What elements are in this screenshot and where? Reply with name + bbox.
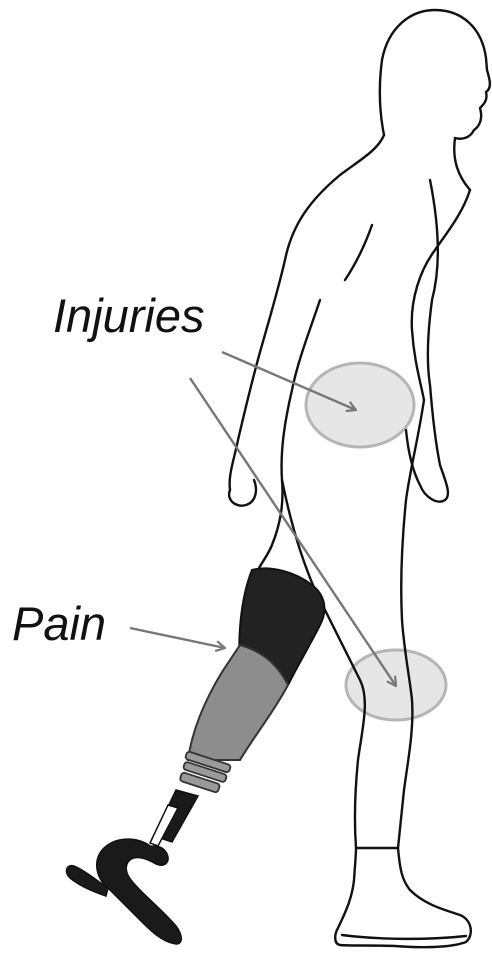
buttock-outline bbox=[258, 300, 320, 570]
pain-arrow bbox=[130, 628, 225, 648]
boot-sole-line bbox=[342, 935, 466, 939]
prosthetic-foot-blade bbox=[97, 839, 182, 944]
scapula-line bbox=[345, 225, 372, 280]
rear-hand-outline bbox=[229, 480, 256, 506]
boot-outline bbox=[335, 848, 471, 947]
front-leg-outline bbox=[398, 400, 424, 848]
head-outline bbox=[380, 10, 490, 190]
pain-label: Pain bbox=[12, 600, 106, 647]
torso-front-outline bbox=[412, 190, 470, 400]
injuries-label: Injuries bbox=[53, 292, 205, 339]
body-outline bbox=[229, 10, 490, 947]
injury-zone-hip bbox=[306, 363, 414, 447]
